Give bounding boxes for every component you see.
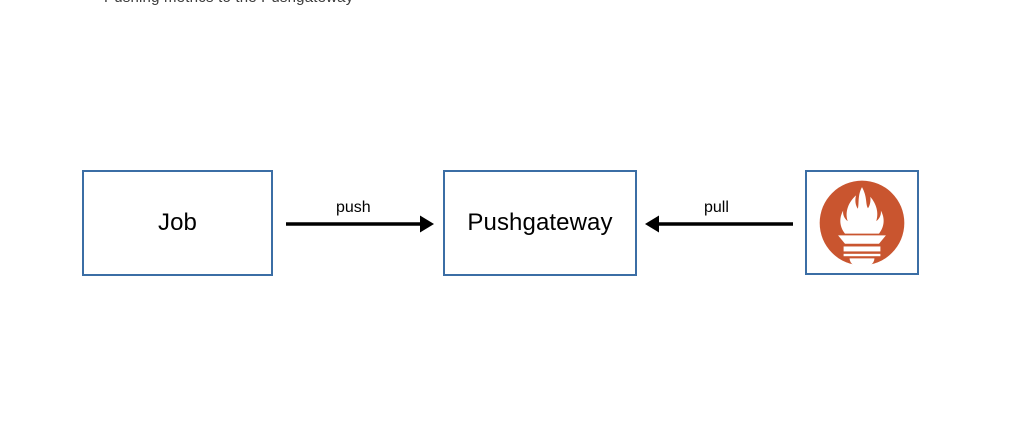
edge-push xyxy=(286,205,434,245)
node-prometheus[interactable] xyxy=(805,170,919,275)
push-arrow-icon xyxy=(286,215,434,233)
edge-push-label: push xyxy=(336,199,371,216)
prometheus-logo xyxy=(807,172,917,273)
edge-pull xyxy=(645,205,793,245)
edge-pull-label: pull xyxy=(704,199,729,216)
node-pushgateway[interactable]: Pushgateway xyxy=(443,170,637,276)
clipped-title-sliver: Pushing metrics to the Pushgateway xyxy=(0,0,1024,6)
prometheus-torch-icon xyxy=(819,180,905,268)
clipped-title-text: Pushing metrics to the Pushgateway xyxy=(104,0,353,6)
node-pushgateway-label: Pushgateway xyxy=(467,209,613,236)
node-job[interactable]: Job xyxy=(82,170,273,276)
node-job-label: Job xyxy=(158,209,197,236)
pull-arrow-icon xyxy=(645,215,793,233)
